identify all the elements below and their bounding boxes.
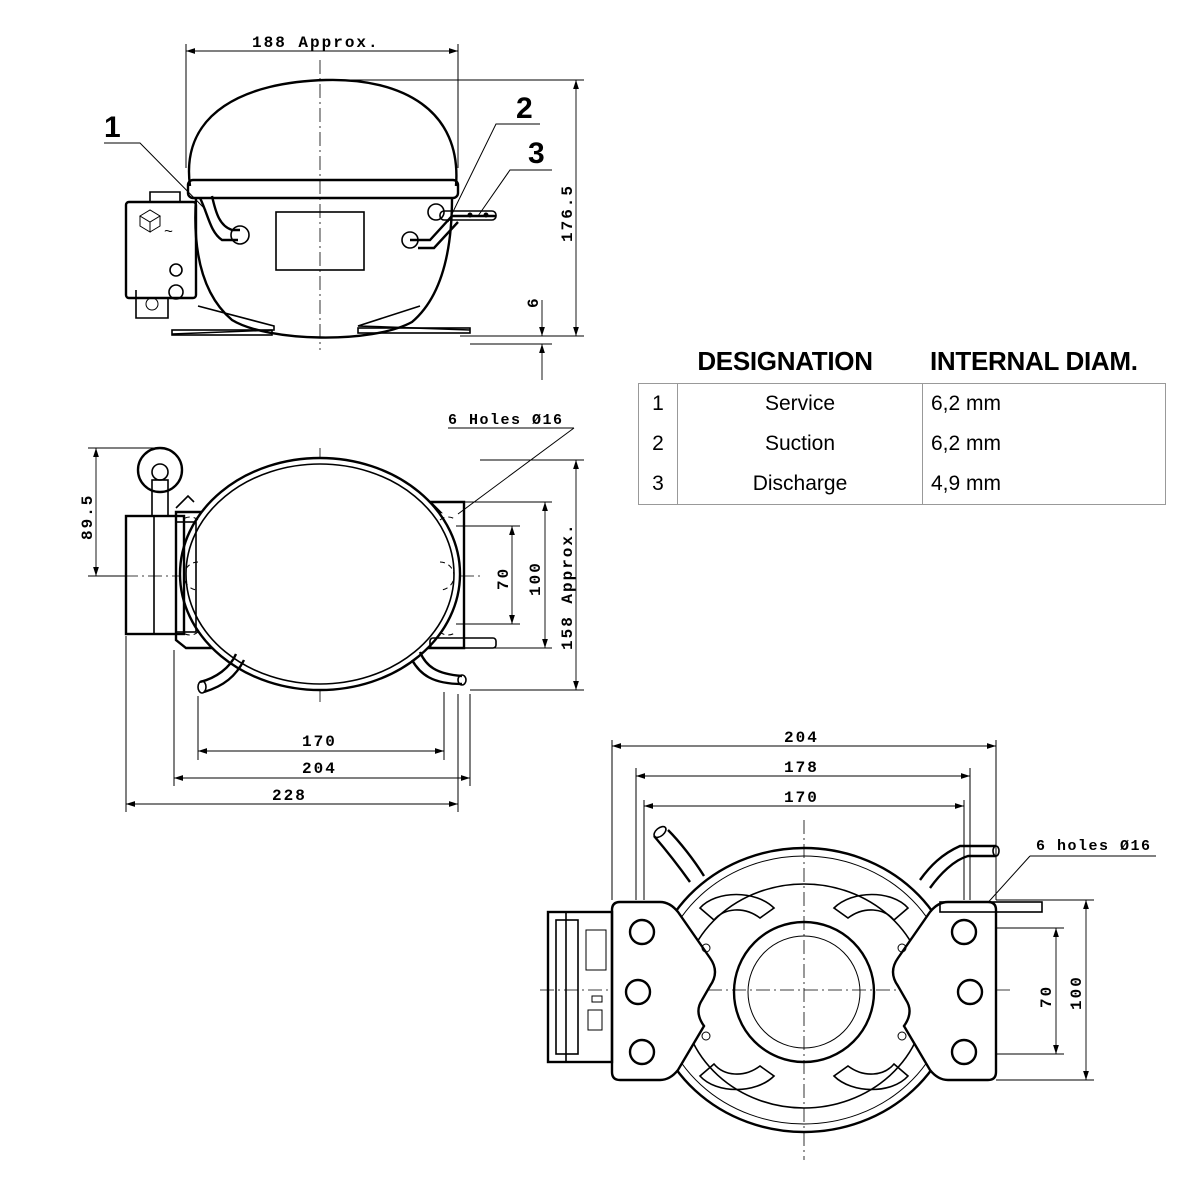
bottom-width-178: 178 (784, 759, 819, 777)
top-inner-span-label: 70 (495, 567, 513, 590)
table-row: 1 Service 6,2 mm (638, 383, 1166, 424)
bottom-width-204: 204 (784, 729, 819, 747)
side-view: 188 Approx. 176.5 6 ~ (104, 34, 584, 380)
top-depth-label: 158 Approx. (559, 522, 577, 650)
row-diameter: 4,9 mm (931, 472, 1002, 495)
mount-hole-3 (628, 1038, 656, 1066)
side-foot-label: 6 (525, 296, 543, 308)
row-designation: Suction (677, 424, 923, 464)
table-header: DESIGNATION INTERNAL DIAM. (638, 340, 1166, 382)
row-diameter: 6,2 mm (931, 432, 1002, 455)
compressor-shell (178, 456, 462, 692)
top-width-204: 204 (302, 760, 337, 778)
row-designation: Discharge (677, 464, 923, 505)
compressor-dome (187, 78, 458, 187)
suction-tube (410, 214, 496, 242)
bottom-holes-label: 6 holes Ø16 (1036, 838, 1152, 855)
callout-3: 3 (528, 137, 545, 170)
table-row: 3 Discharge 4,9 mm (638, 464, 1166, 505)
bottom-inner-span-label: 70 (1038, 985, 1056, 1008)
bottom-center-ring (732, 920, 876, 1064)
row-number: 3 (638, 464, 678, 505)
top-offset-label: 89.5 (79, 494, 97, 540)
bottom-outer-span-label: 100 (1068, 975, 1086, 1010)
side-height-label: 176.5 (559, 184, 577, 242)
table-row: 2 Suction 6,2 mm (638, 424, 1166, 464)
suction-port (427, 203, 445, 221)
discharge-tube (439, 210, 497, 221)
top-outer-span-label: 100 (527, 561, 545, 596)
compressor-weld-seam (186, 178, 460, 200)
mount-hole-1 (628, 918, 656, 946)
top-holes-label: 6 Holes Ø16 (448, 412, 564, 429)
callout-1: 1 (104, 111, 121, 144)
callout-2: 2 (516, 92, 533, 125)
mount-hole-4 (950, 918, 978, 946)
bottom-discharge-tube (939, 901, 1043, 913)
top-width-170: 170 (302, 733, 337, 751)
discharge-tube-top (429, 637, 497, 649)
top-view: 6 Holes Ø16 89.5 158 Approx. 100 70 (79, 412, 584, 812)
row-designation: Service (677, 383, 923, 424)
row-number: 1 (638, 383, 678, 424)
bottom-suction-tube (919, 844, 996, 881)
spec-table: 1 Service 6,2 mm 2 Suction 6,2 mm 3 Disc… (638, 383, 1166, 505)
bottom-terminal-box (546, 910, 614, 1064)
service-tube (198, 197, 238, 242)
row-number: 2 (638, 424, 678, 464)
side-width-label: 188 Approx. (252, 34, 380, 52)
bottom-width-170: 170 (784, 789, 819, 807)
mount-hole-2 (624, 978, 652, 1006)
designation-table: DESIGNATION INTERNAL DIAM. 1 Service 6,2… (638, 340, 1166, 505)
name-plate (275, 211, 365, 271)
terminal-box (124, 200, 198, 300)
header-internal-diam: INTERNAL DIAM. (930, 345, 1138, 376)
row-diameter: 6,2 mm (931, 392, 1002, 415)
header-designation: DESIGNATION (697, 345, 873, 376)
mount-hole-6 (950, 1038, 978, 1066)
svg-text:~: ~ (164, 224, 175, 241)
cable-gland (136, 446, 184, 494)
mount-hole-5 (956, 978, 984, 1006)
service-tube-top (203, 659, 246, 694)
left-mounting-plate (610, 900, 717, 1082)
top-width-228: 228 (272, 787, 307, 805)
bottom-service-tube (653, 835, 691, 883)
bottom-view: 204 178 170 6 holes Ø16 100 70 (540, 729, 1156, 1160)
